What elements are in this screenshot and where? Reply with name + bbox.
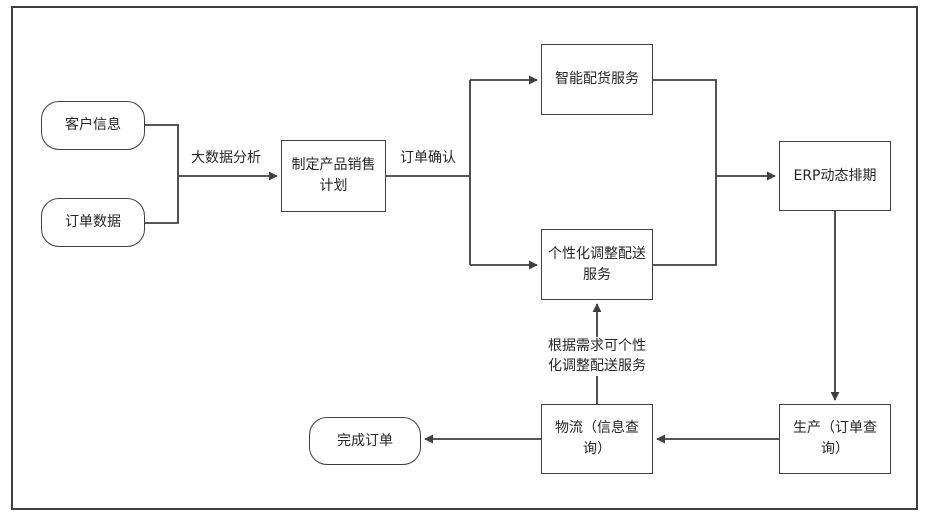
node-sales-plan-label: 制定产品销售计划 bbox=[291, 157, 376, 194]
edge-label-personalization-note: 根据需求可个性化调整配送服务 bbox=[545, 337, 649, 377]
node-customer-info: 客户信息 bbox=[41, 101, 145, 150]
node-order-data-label: 订单数据 bbox=[65, 214, 121, 230]
node-logistics: 物流（信息查询） bbox=[541, 404, 653, 474]
node-smart-distribution: 智能配货服务 bbox=[541, 44, 653, 115]
node-order-data: 订单数据 bbox=[41, 198, 145, 247]
node-logistics-label: 物流（信息查询） bbox=[555, 420, 639, 457]
node-sales-plan: 制定产品销售计划 bbox=[281, 140, 386, 212]
node-production-label: 生产（订单查询） bbox=[793, 420, 877, 457]
node-complete-order: 完成订单 bbox=[309, 417, 421, 465]
edge-label-big-data-analysis: 大数据分析 bbox=[191, 149, 261, 169]
node-smart-distribution-label: 智能配货服务 bbox=[555, 71, 639, 87]
node-production: 生产（订单查询） bbox=[779, 404, 891, 474]
node-complete-order-label: 完成订单 bbox=[337, 432, 393, 449]
node-personalized-delivery-label: 个性化调整配送服务 bbox=[548, 245, 646, 283]
edge-label-order-confirmation: 订单确认 bbox=[400, 149, 456, 169]
node-customer-info-label: 客户信息 bbox=[65, 117, 121, 133]
node-erp-scheduling: ERP动态排期 bbox=[779, 141, 891, 211]
node-personalized-delivery: 个性化调整配送服务 bbox=[541, 229, 653, 300]
diagram-border bbox=[11, 6, 918, 510]
node-erp-scheduling-label: ERP动态排期 bbox=[793, 167, 877, 184]
